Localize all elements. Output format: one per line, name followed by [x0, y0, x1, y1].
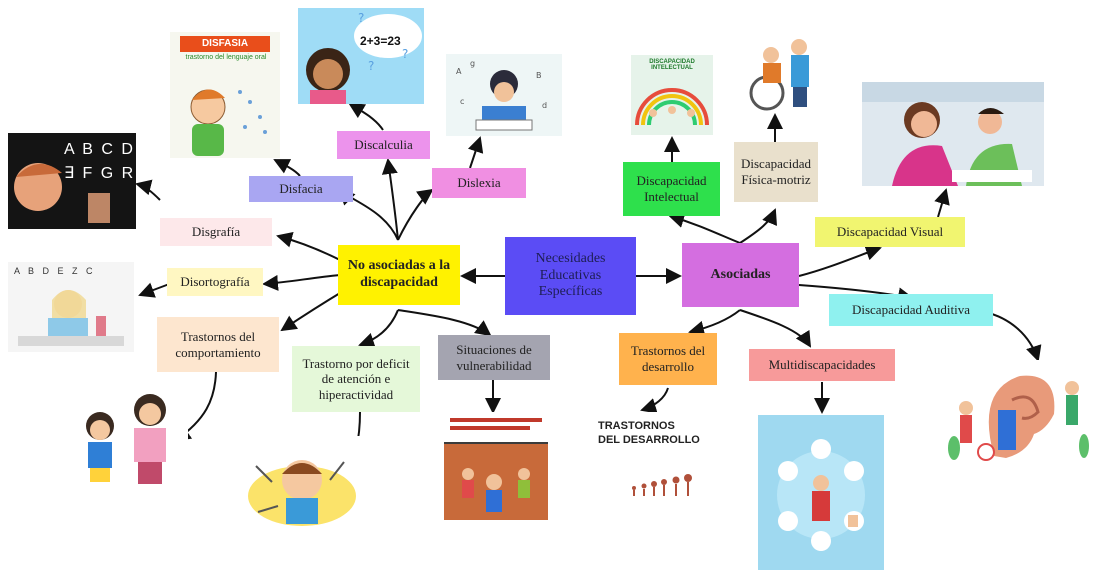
- intelectual-illustration: DISCAPACIDAD INTELECTUAL: [631, 55, 713, 135]
- arrow-desarrollo: [688, 309, 741, 337]
- svg-text:?: ?: [402, 47, 408, 61]
- arrow-visual-img: [934, 188, 950, 218]
- intelectual-title: DISCAPACIDAD INTELECTUAL: [649, 59, 695, 71]
- center-node: Necesidades Educativas Específicas: [505, 237, 636, 315]
- node-trastornos-comportamiento: Trastornos del comportamiento: [157, 317, 279, 372]
- svg-text:d: d: [542, 101, 547, 110]
- arrow-multi: [739, 309, 812, 348]
- multiple-disabilities-icon: [777, 439, 865, 551]
- svg-text:?: ?: [358, 11, 364, 25]
- arrow-disfacia-img: [273, 159, 301, 177]
- tdah-illustration: [244, 436, 360, 528]
- arrow-dislexia: [397, 188, 434, 241]
- arrow-discalculia: [381, 158, 399, 241]
- left-hub-node: No asociadas a la discapacidad: [338, 245, 460, 305]
- node-disgrafia: Disgrafía: [160, 218, 272, 246]
- node-dislexia: Dislexia: [432, 168, 526, 198]
- wheelchair-icon: [749, 39, 809, 111]
- arrow-dislexia-img: [467, 136, 484, 169]
- auditiva-illustration: [946, 360, 1090, 464]
- arrow-desarrollo-img: [640, 387, 669, 414]
- fisica-illustration: [737, 33, 821, 113]
- arrow-vulnerabilidad: [397, 309, 492, 337]
- node-disfacia: Disfacia: [249, 176, 353, 202]
- arrow-comportamiento: [280, 289, 346, 332]
- node-discapacidad-fisica: Discapacidad Física-motriz: [734, 142, 818, 202]
- arrow-intelectual: [668, 212, 741, 244]
- arrow-disgrafia-img: [135, 179, 161, 201]
- disortografia-illustration: A B D E Z C: [8, 262, 134, 352]
- vulnerable-children-icon: [444, 412, 548, 520]
- vulnerabilidad-illustration: [444, 412, 548, 520]
- node-discapacidad-intelectual: Discapacidad Intelectual: [623, 162, 720, 216]
- arrow-visual: [798, 245, 882, 277]
- rainbow-children-icon: [635, 88, 709, 126]
- teacher-student-braille-icon: [862, 82, 1044, 186]
- node-discapacidad-visual: Discapacidad Visual: [815, 217, 965, 247]
- svg-text:c: c: [460, 97, 464, 106]
- arrow-disortografia: [262, 274, 341, 291]
- girl-thinking-icon: ???: [306, 11, 422, 104]
- disfasia-illustration: DISFASIA trastorno del lenguaje oral: [170, 32, 280, 158]
- comportamiento-illustration: [72, 388, 188, 492]
- arrow-discalculia-img: [348, 102, 384, 131]
- math-expression: 2+3=23: [360, 34, 401, 48]
- svg-text:A: A: [456, 67, 462, 76]
- desarrollo-title-1: TRASTORNOS: [598, 420, 675, 432]
- chalkboard-illustration: A B C D ∃ F G R: [8, 133, 136, 229]
- svg-text:B: B: [536, 71, 542, 80]
- multi-illustration: [758, 415, 884, 570]
- right-hub-node: Asociadas: [682, 243, 799, 307]
- disfasia-title: DISFASIA: [180, 36, 270, 52]
- floating-letters: A B D E Z C: [14, 266, 96, 276]
- chalk-letters-row1: A B C D: [64, 141, 135, 158]
- svg-text:g: g: [470, 59, 475, 68]
- kids-fighting-icon: [86, 394, 166, 484]
- child-reading-icon: A Bc d g: [456, 59, 547, 131]
- child-writing-icon: [14, 163, 110, 223]
- node-multidiscapacidades: Multidiscapacidades: [749, 349, 895, 381]
- arrow-tdah: [358, 309, 399, 349]
- node-discapacidad-auditiva: Discapacidad Auditiva: [829, 294, 993, 326]
- svg-text:?: ?: [368, 59, 374, 73]
- node-trastornos-desarrollo: Trastornos del desarrollo: [619, 333, 717, 385]
- desarrollo-title-2: DEL DESARROLLO: [598, 434, 700, 446]
- node-discalculia: Discalculia: [337, 131, 430, 159]
- student-desk-icon: [18, 290, 124, 346]
- arrow-fisica: [739, 208, 777, 244]
- arrow-disort-img: [138, 282, 173, 298]
- ear-hearing-icon: [948, 375, 1089, 461]
- chalk-letters-row2: ∃ F G R: [64, 165, 136, 182]
- visual-illustration: [862, 82, 1044, 186]
- discalculia-illustration: ??? 2+3=23: [298, 8, 424, 104]
- boy-speaking-icon: [190, 89, 267, 156]
- arrow-disgrafia: [276, 231, 341, 261]
- hyperactive-boy-icon: [248, 460, 356, 526]
- desarrollo-illustration: TRASTORNOS DEL DESARROLLO: [592, 412, 724, 512]
- growth-figures-icon: [632, 474, 692, 496]
- disfasia-subtitle: trastorno del lenguaje oral: [185, 54, 267, 61]
- node-vulnerabilidad: Situaciones de vulnerabilidad: [438, 335, 550, 380]
- node-disortografia: Disortografía: [167, 268, 263, 296]
- node-tdah: Trastorno por deficit de atención e hipe…: [292, 346, 420, 412]
